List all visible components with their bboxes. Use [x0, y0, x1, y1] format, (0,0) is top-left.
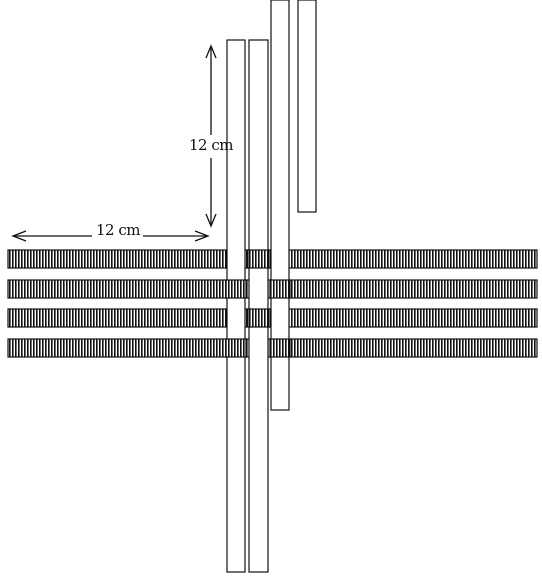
vertical-strips: [226, 0, 317, 573]
weave-over: [225, 338, 247, 358]
vertical-strip-2: [248, 39, 269, 573]
weave-over: [247, 249, 270, 269]
vertical-dimension-label: 12 cm: [189, 136, 233, 154]
vertical-dimension-arrow: [205, 44, 217, 228]
vertical-strip-3: [270, 0, 290, 411]
horizontal-dimension-label: 12 cm: [96, 221, 140, 239]
weave-over: [269, 338, 291, 358]
weave-over: [225, 279, 247, 299]
weave-over: [269, 279, 291, 299]
vertical-strip-4: [297, 0, 317, 213]
horizontal-dimension-arrow: [11, 230, 210, 242]
vertical-strip-1: [226, 39, 246, 573]
weave-over: [247, 308, 270, 328]
weave-crossings: [225, 249, 291, 358]
